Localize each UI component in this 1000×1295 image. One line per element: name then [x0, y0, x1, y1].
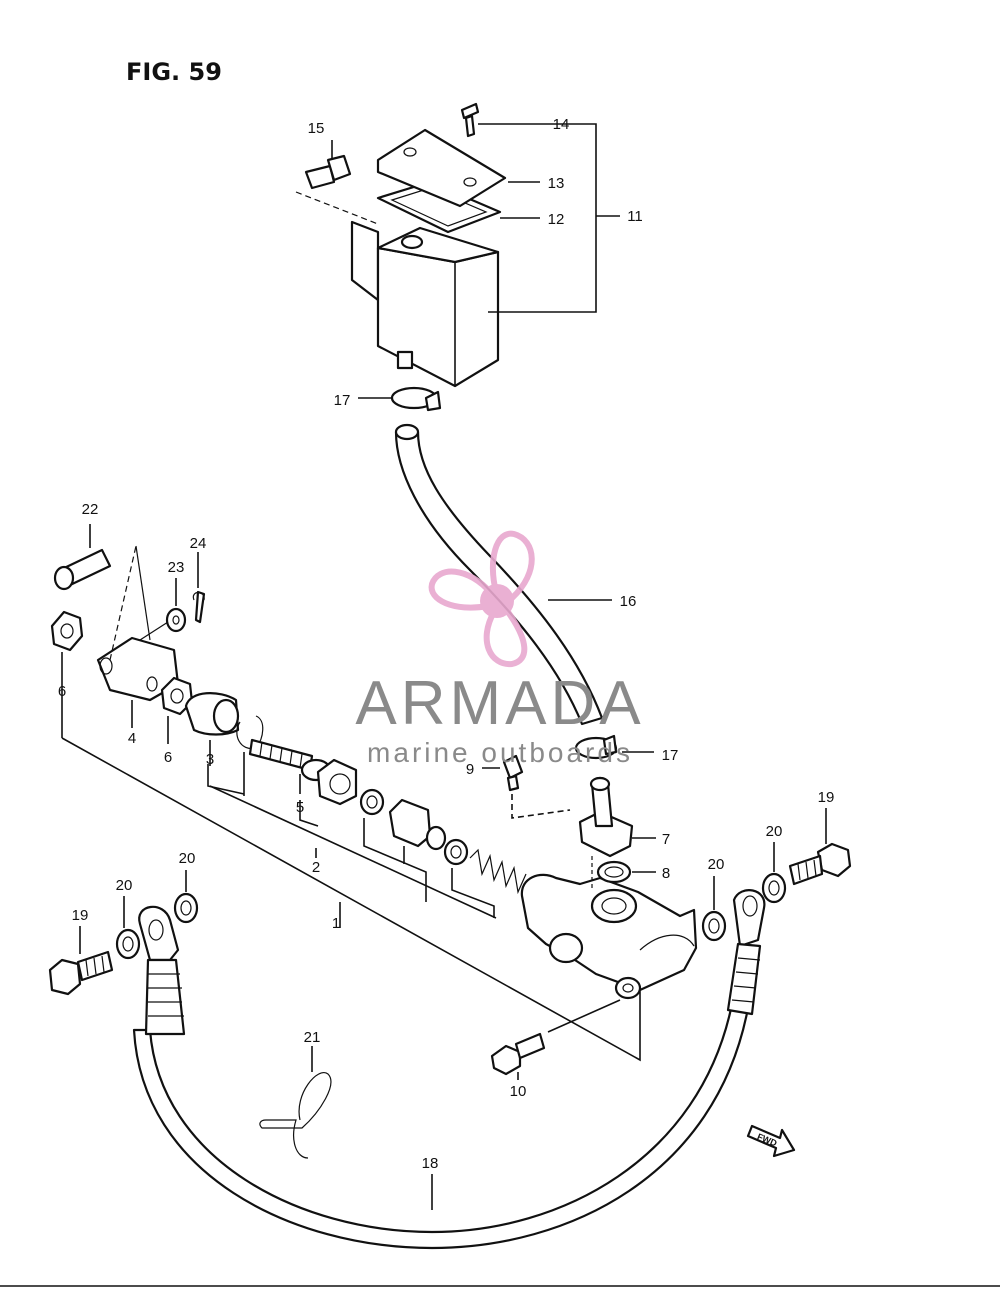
hose-18	[132, 1002, 750, 1250]
callout-20-b: 20	[179, 850, 196, 867]
spring	[469, 848, 527, 895]
banjo-fitting-left	[138, 905, 186, 1036]
hose-clamp-bottom	[574, 734, 618, 760]
hose-clip-21	[259, 1072, 332, 1159]
bolt-10	[490, 1032, 546, 1076]
watermark: ARMADA marine outboards	[355, 530, 644, 768]
washer-20-d	[761, 872, 787, 904]
callout-20-d: 20	[766, 823, 783, 840]
propeller-blade-left	[428, 568, 496, 611]
nut-6-left	[50, 610, 84, 652]
washer-23	[165, 607, 187, 633]
push-rod-5	[248, 738, 358, 806]
watermark-brand: ARMADA	[355, 669, 644, 738]
callout-17-top: 17	[334, 392, 351, 409]
callout-2: 2	[312, 859, 320, 876]
reservoir-assembly	[295, 102, 507, 388]
callout-21: 21	[304, 1029, 321, 1046]
callout-15: 15	[308, 120, 325, 137]
callout-1: 1	[332, 915, 340, 932]
cotter-pin-24	[192, 590, 206, 624]
callout-19-left: 19	[72, 907, 89, 924]
callout-5: 5	[296, 799, 304, 816]
banjo-bolt-19-right	[788, 842, 852, 886]
callout-20-c: 20	[708, 856, 725, 873]
fwd-arrow-icon: FWD	[746, 1124, 796, 1158]
callout-8: 8	[662, 865, 670, 882]
inlet-fitting-7	[578, 776, 634, 858]
callout-16: 16	[620, 593, 637, 610]
callout-13: 13	[548, 175, 565, 192]
propeller-hub	[480, 584, 514, 618]
screw-9	[502, 754, 524, 792]
callout-10: 10	[510, 1083, 527, 1100]
callout-6-left: 6	[58, 683, 66, 700]
watermark-tagline: marine outboards	[367, 737, 633, 768]
callout-24: 24	[190, 535, 207, 552]
callout-numbers: 1 2 3 4 5 6 6 7 8 9 10 11 12 13 14 15 16…	[58, 116, 835, 1172]
reservoir-hose	[394, 423, 604, 726]
fwd-label: FWD	[756, 1131, 779, 1148]
master-cylinder-body	[520, 873, 698, 1000]
callout-4: 4	[128, 730, 136, 747]
callout-20-a: 20	[116, 877, 133, 894]
callout-19-right: 19	[818, 789, 835, 806]
hose-clamp-top	[390, 386, 442, 412]
propeller-logo	[428, 530, 535, 668]
callout-11: 11	[627, 208, 643, 225]
o-ring-8	[596, 860, 632, 884]
callout-18: 18	[422, 1155, 439, 1172]
clevis-pin-22	[53, 548, 112, 591]
callout-22: 22	[82, 501, 99, 518]
piston-seals	[359, 788, 469, 866]
washer-20-b	[173, 892, 199, 924]
callout-17-bottom: 17	[662, 747, 679, 764]
callout-9: 9	[466, 761, 474, 778]
boot-3	[184, 692, 240, 736]
callout-14: 14	[553, 116, 570, 133]
propeller-blade-bottom	[483, 609, 528, 668]
callout-23: 23	[168, 559, 185, 576]
banjo-bolt-19-left	[48, 950, 114, 996]
callout-7: 7	[662, 831, 670, 848]
washer-20-a	[115, 928, 141, 960]
callout-3: 3	[206, 751, 214, 768]
washer-20-c	[701, 910, 727, 942]
figure-title: FIG. 59	[126, 58, 222, 86]
propeller-blade-top	[489, 530, 535, 602]
banjo-fitting-right	[726, 889, 766, 1016]
callout-6-right: 6	[164, 749, 172, 766]
callout-bracket-11	[478, 123, 597, 313]
callout-12: 12	[548, 211, 565, 228]
